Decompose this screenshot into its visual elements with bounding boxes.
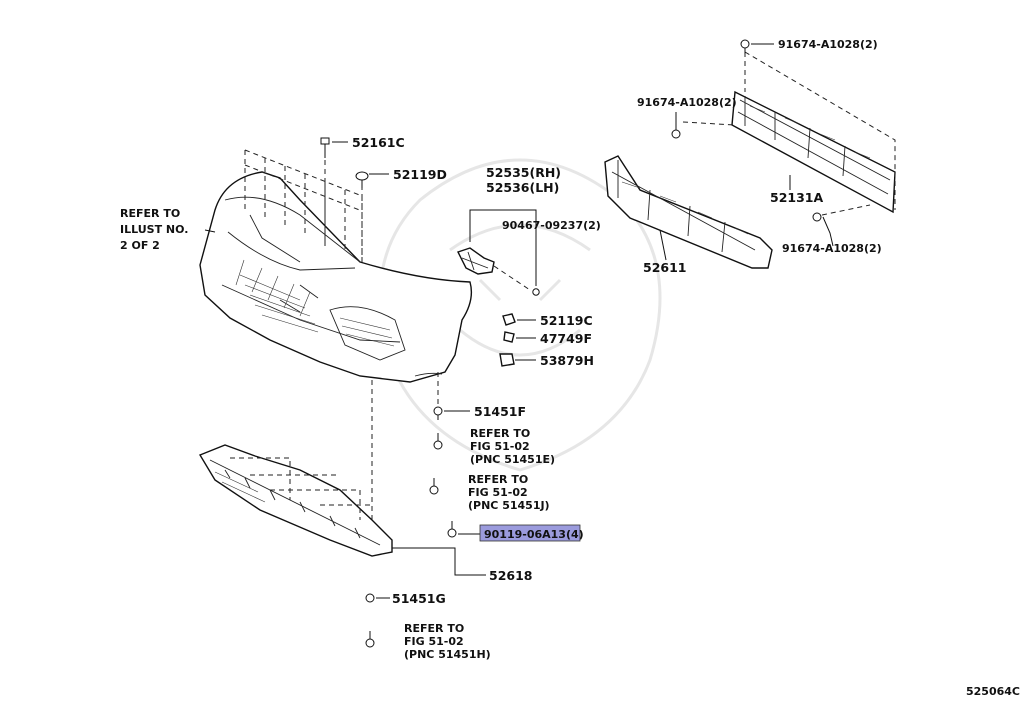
label-91674-top: 91674-A1028(2)	[778, 38, 878, 51]
label-51451g: 51451G	[392, 591, 446, 606]
label-53879h: 53879H	[540, 353, 594, 368]
label-47749f: 47749F	[540, 331, 592, 346]
label-52161c: 52161C	[352, 135, 405, 150]
svg-text:(PNC 51451H): (PNC 51451H)	[404, 648, 491, 661]
label-52535: 52535(RH)	[486, 165, 561, 180]
ref-illust-note: REFER TO ILLUST NO. 2 OF 2	[120, 207, 188, 252]
bolt-91674-mid-icon	[671, 129, 681, 139]
label-51451f: 51451F	[474, 404, 526, 419]
label-91674-low: 91674-A1028(2)	[782, 242, 882, 255]
svg-text:(PNC 51451E): (PNC 51451E)	[470, 453, 555, 466]
label-90119[interactable]: 90119-06A13(4)	[484, 528, 584, 541]
svg-text:FIG 51-02: FIG 51-02	[468, 486, 528, 499]
svg-text:2 OF 2: 2 OF 2	[120, 239, 160, 252]
svg-text:FIG 51-02: FIG 51-02	[404, 635, 464, 648]
clip-52119d-icon	[355, 171, 369, 188]
bolt-51451h-icon	[365, 631, 375, 648]
bolt-90119-icon	[447, 521, 457, 538]
label-52119c: 52119C	[540, 313, 593, 328]
part-labels: 52161C 52119D 52535(RH) 52536(LH) 90467-…	[352, 38, 882, 606]
label-leader-lines	[204, 43, 834, 599]
svg-text:REFER TO: REFER TO	[120, 207, 180, 220]
svg-text:ILLUST NO.: ILLUST NO.	[120, 223, 188, 236]
svg-text:(PNC 51451J): (PNC 51451J)	[468, 499, 550, 512]
highlight-box	[479, 524, 581, 542]
front-bumper-cover[interactable]	[199, 171, 473, 383]
label-52618: 52618	[489, 568, 533, 583]
label-91674-mid: 91674-A1028(2)	[637, 96, 737, 109]
bumper-leader-lines	[244, 149, 439, 560]
label-90467: 90467-09237(2)	[502, 219, 601, 232]
ref-fig-51451j: REFER TO FIG 51-02 (PNC 51451J)	[468, 473, 550, 512]
svg-text:REFER TO: REFER TO	[470, 427, 530, 440]
bolt-91674-low-icon	[812, 212, 822, 222]
ref-fig-51451e: REFER TO FIG 51-02 (PNC 51451E)	[470, 427, 555, 466]
reference-notes: REFER TO ILLUST NO. 2 OF 2 REFER TO FIG …	[120, 207, 555, 661]
engine-under-cover[interactable]	[198, 444, 393, 557]
svg-text:REFER TO: REFER TO	[468, 473, 528, 486]
bumper-side-bracket[interactable]	[457, 209, 540, 296]
bolt-91674-top-icon	[740, 39, 750, 54]
label-52611: 52611	[643, 260, 687, 275]
clip-52161c-icon	[320, 137, 330, 158]
label-52536: 52536(LH)	[486, 180, 559, 195]
bolt-51451j-icon	[429, 478, 439, 495]
diagram-id: 525064C	[966, 685, 1020, 698]
energy-absorber[interactable]	[604, 155, 773, 269]
label-52119d: 52119D	[393, 167, 447, 182]
clip-47749f-icon	[503, 331, 515, 343]
bolt-51451g-icon	[365, 593, 375, 603]
ref-fig-51451h: REFER TO FIG 51-02 (PNC 51451H)	[404, 622, 491, 661]
clip-52119c-icon	[502, 313, 516, 326]
label-52131a: 52131A	[770, 190, 823, 205]
svg-text:FIG 51-02: FIG 51-02	[470, 440, 530, 453]
bolt-51451e-icon	[433, 433, 443, 450]
bolt-51451f-icon	[433, 406, 443, 420]
svg-text:REFER TO: REFER TO	[404, 622, 464, 635]
clip-53879h-icon	[499, 353, 515, 367]
bumper-reinforcement[interactable]	[682, 51, 896, 216]
